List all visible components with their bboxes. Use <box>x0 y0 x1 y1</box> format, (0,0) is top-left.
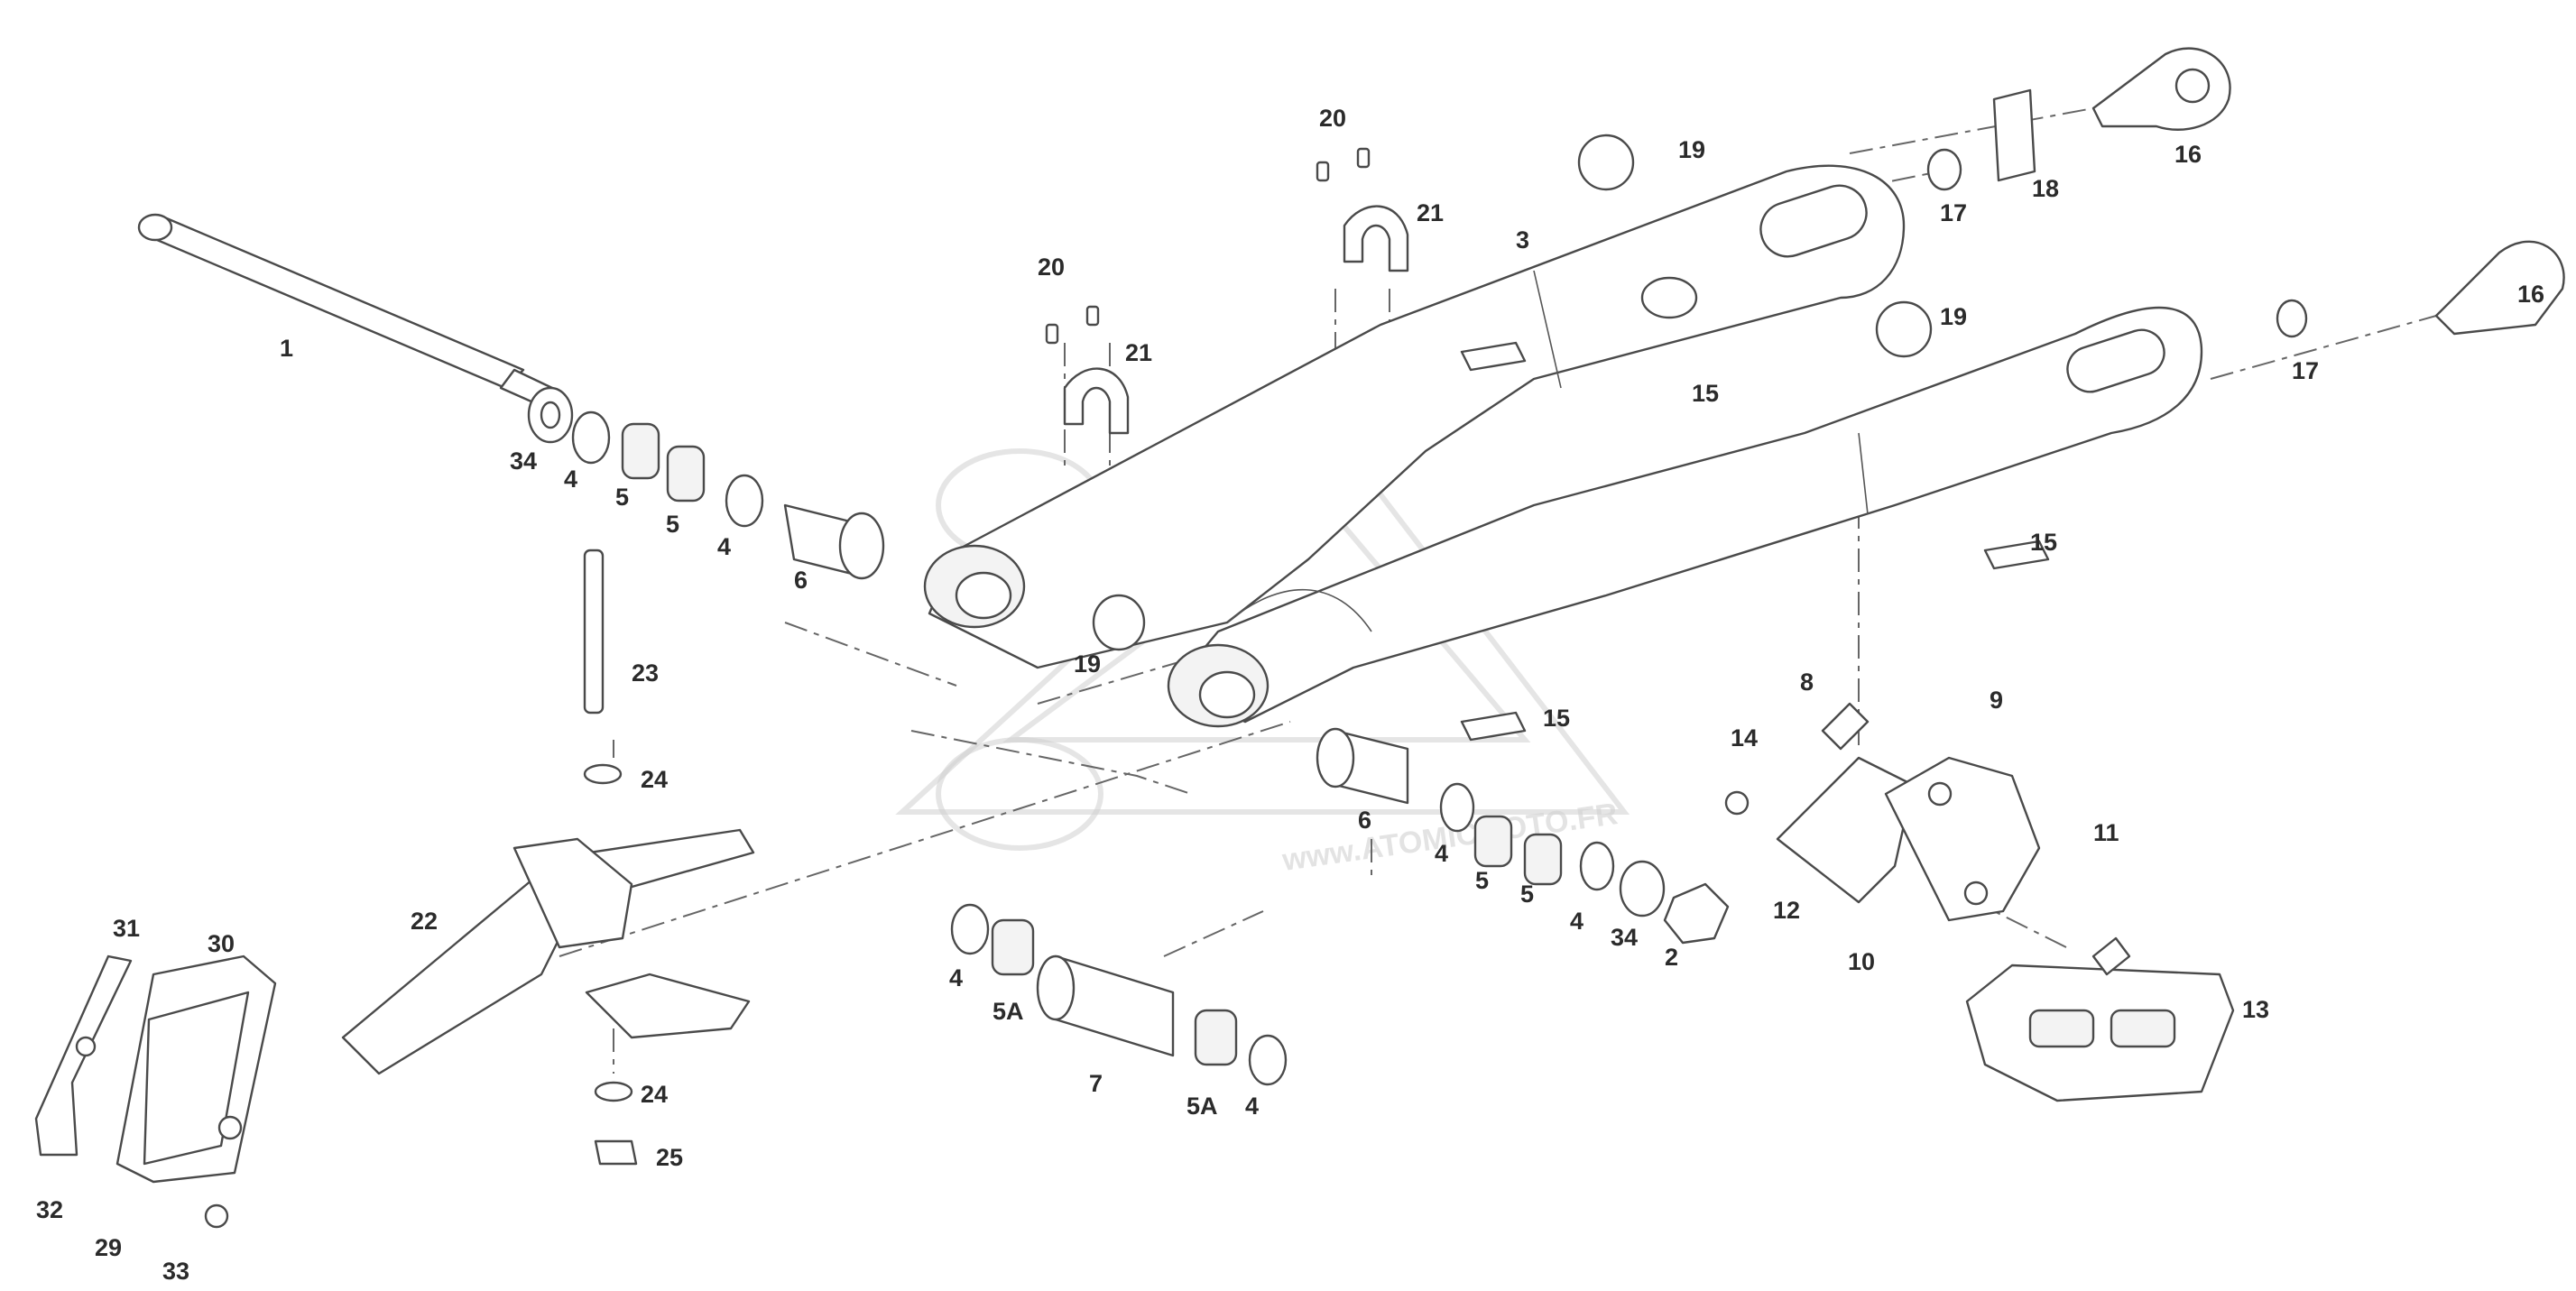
callout-19: 19 <box>1074 650 1101 678</box>
callout-6: 6 <box>1358 807 1371 834</box>
callout-12: 12 <box>1773 897 1800 924</box>
callout-13: 13 <box>2242 996 2269 1023</box>
callout-2: 2 <box>1665 944 1678 971</box>
callout-14: 14 <box>1731 724 1758 752</box>
callout-4: 4 <box>1245 1093 1259 1120</box>
callout-19: 19 <box>1940 303 1967 330</box>
callout-4: 4 <box>717 533 731 560</box>
callout-5: 5 <box>615 484 629 511</box>
callout-20: 20 <box>1038 254 1065 281</box>
callout-8: 8 <box>1800 669 1814 696</box>
callout-5A: 5A <box>1186 1093 1218 1120</box>
callout-10: 10 <box>1848 948 1875 975</box>
callout-9: 9 <box>1990 687 2003 714</box>
callout-16: 16 <box>2517 281 2544 308</box>
callout-7: 7 <box>1089 1070 1103 1097</box>
clamps <box>1045 147 1409 435</box>
callout-5: 5 <box>1520 881 1534 908</box>
callout-22: 22 <box>411 908 438 935</box>
callout-5: 5 <box>666 511 679 538</box>
callout-21: 21 <box>1417 199 1444 226</box>
callout-15: 15 <box>2030 529 2057 556</box>
callout-15: 15 <box>1543 705 1570 732</box>
callout-34: 34 <box>1611 924 1638 951</box>
callout-21: 21 <box>1125 339 1152 366</box>
callout-6: 6 <box>794 567 808 594</box>
callout-34: 34 <box>510 447 537 475</box>
axle-adjusters <box>1460 47 2565 742</box>
callout-3: 3 <box>1516 226 1529 254</box>
callout-4: 4 <box>564 466 577 493</box>
pivot-shaft <box>137 213 554 408</box>
caliper-bracket-assembly <box>1724 702 2235 1102</box>
callout-17: 17 <box>2292 357 2319 384</box>
callout-4: 4 <box>1570 908 1583 935</box>
callout-30: 30 <box>208 930 235 957</box>
callout-33: 33 <box>162 1258 189 1285</box>
callout-4: 4 <box>1435 840 1448 867</box>
callout-16: 16 <box>2174 141 2202 168</box>
callout-31: 31 <box>113 915 140 942</box>
callout-4: 4 <box>949 964 963 991</box>
chain-guide-assembly <box>34 954 277 1229</box>
callout-11: 11 <box>2093 819 2119 846</box>
callout-20: 20 <box>1319 105 1346 132</box>
sleeve-assembly <box>950 903 1288 1086</box>
upper-bearing-stack <box>527 386 885 580</box>
callout-24: 24 <box>641 766 668 793</box>
callout-1: 1 <box>280 335 293 362</box>
callout-labels: 1 2 3 4 4 4 4 4 4 5 5 5 5 5A 5A 6 6 7 8 … <box>36 105 2544 1285</box>
lower-bearing-stack <box>1316 727 1730 945</box>
callout-17: 17 <box>1940 199 1967 226</box>
callout-5: 5 <box>1475 867 1489 894</box>
callout-24: 24 <box>641 1081 668 1108</box>
swingarm-body <box>923 164 2203 728</box>
callout-5A: 5A <box>993 998 1024 1025</box>
callout-15: 15 <box>1692 380 1719 407</box>
callout-29: 29 <box>95 1234 122 1261</box>
chain-slider-assembly <box>341 549 755 1166</box>
callout-25: 25 <box>656 1144 683 1171</box>
callout-23: 23 <box>632 659 659 687</box>
callout-19: 19 <box>1678 136 1705 163</box>
callout-32: 32 <box>36 1196 63 1223</box>
callout-18: 18 <box>2032 175 2059 202</box>
